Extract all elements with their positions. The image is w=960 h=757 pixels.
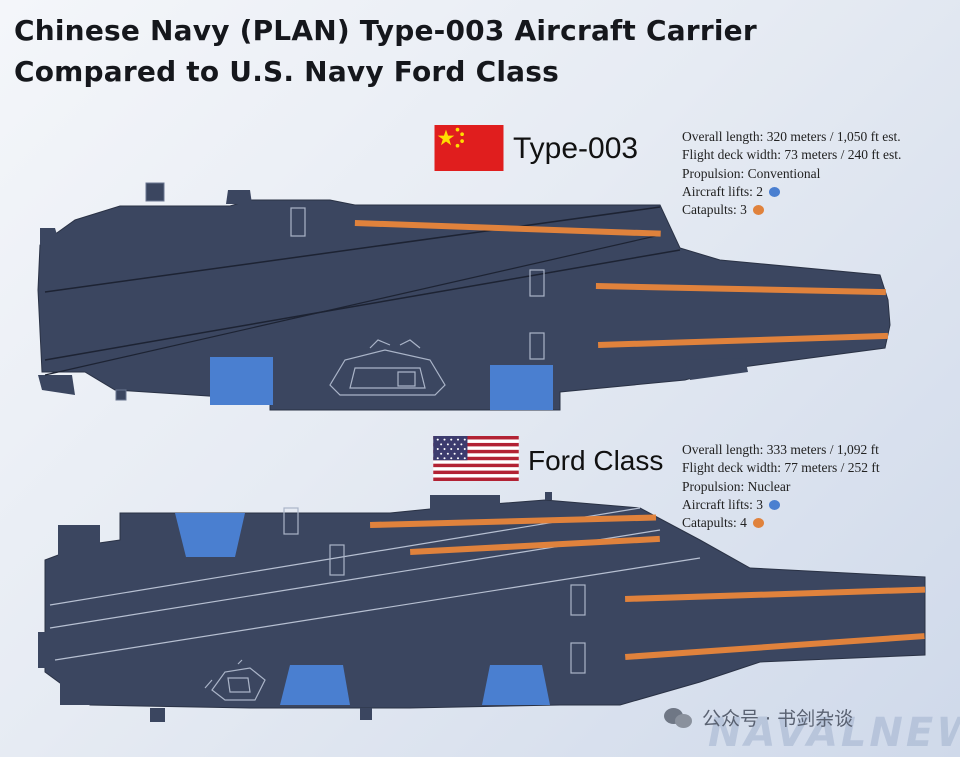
type003-lifts-row: Aircraft lifts: 2 — [682, 183, 901, 201]
type003-propulsion: Propulsion: Conventional — [682, 165, 821, 181]
type003-hull — [37, 199, 891, 411]
us-flag — [433, 436, 519, 481]
lift-legend-dot — [768, 499, 780, 510]
catapult-legend-dot — [752, 205, 764, 216]
wechat-watermark-text: 公众号 · 书剑杂谈 — [702, 708, 854, 730]
type003-catapults-row: Catapults: 3 — [682, 201, 901, 219]
type003-lift-2 — [490, 365, 553, 410]
page-title: Chinese Navy (PLAN) Type-003 Aircraft Ca… — [14, 10, 757, 92]
title-line-1: Chinese Navy (PLAN) Type-003 Aircraft Ca… — [14, 14, 757, 47]
ford-catapults: Catapults: 4 — [682, 515, 747, 531]
ford-lifts-row: Aircraft lifts: 3 — [682, 496, 880, 514]
ford-lifts: Aircraft lifts: 3 — [682, 496, 763, 512]
type003-specs: Overall length: 320 meters / 1,050 ft es… — [682, 128, 901, 219]
type003-deck-diagram — [37, 182, 891, 411]
china-flag — [434, 125, 504, 171]
type003-catapult-2 — [595, 283, 886, 296]
ford-catapult-4 — [624, 633, 925, 660]
wechat-watermark: 公众号 · 书剑杂谈 — [664, 704, 853, 731]
ford-hull — [44, 499, 926, 709]
ford-length: Overall length: 333 meters / 1,092 ft — [682, 442, 879, 457]
lift-legend-dot — [768, 186, 780, 197]
ford-lift-1 — [175, 513, 245, 557]
ford-specs: Overall length: 333 meters / 1,092 ft Fl… — [682, 441, 880, 532]
catapult-legend-dot — [752, 518, 764, 529]
ford-name: Ford Class — [528, 445, 664, 476]
ford-catapults-row: Catapults: 4 — [682, 514, 880, 532]
type003-lifts: Aircraft lifts: 2 — [682, 183, 763, 199]
ford-deck-diagram — [38, 492, 926, 722]
type003-lift-1 — [210, 357, 273, 405]
ford-propulsion: Propulsion: Nuclear — [682, 478, 791, 494]
ford-lift-3 — [482, 665, 550, 705]
type003-catapults: Catapults: 3 — [682, 202, 747, 218]
ford-catapult-1 — [369, 514, 657, 528]
navalnews-watermark: NAVALNEWS — [708, 710, 960, 756]
type003-name: Type-003 — [513, 132, 639, 165]
ford-lift-2 — [280, 665, 350, 705]
title-line-2: Compared to U.S. Navy Ford Class — [14, 55, 559, 88]
ford-width: Flight deck width: 77 meters / 252 ft — [682, 460, 880, 476]
type003-width: Flight deck width: 73 meters / 240 ft es… — [682, 147, 902, 163]
type003-catapult-1 — [354, 220, 661, 237]
type003-length: Overall length: 320 meters / 1,050 ft es… — [682, 129, 901, 144]
ford-catapult-3 — [624, 586, 926, 602]
type003-catapult-3 — [597, 332, 889, 348]
ford-catapult-2 — [410, 535, 660, 555]
wechat-icon — [664, 706, 694, 730]
